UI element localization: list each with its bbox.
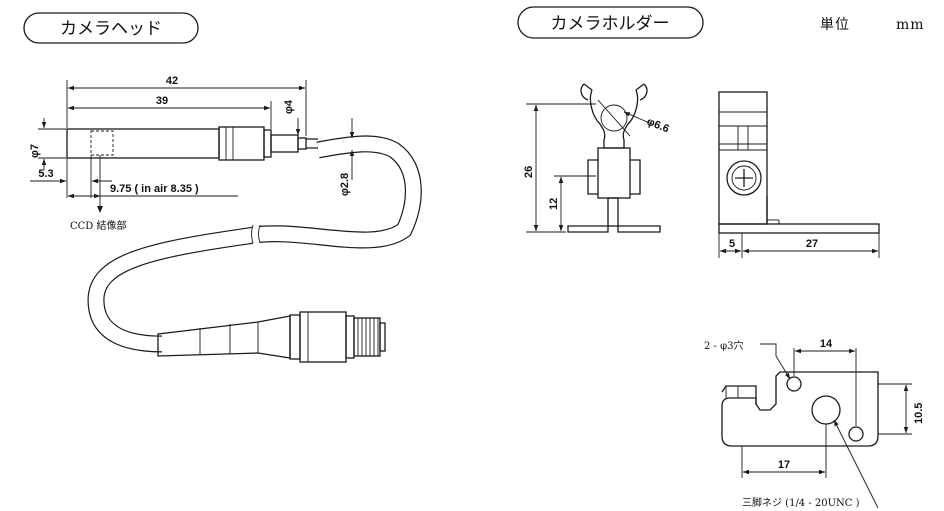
svg-text:27: 27 [806,238,818,250]
svg-text:5: 5 [729,238,735,250]
svg-text:三脚ネジ (1/4 - 20UNC ): 三脚ネジ (1/4 - 20UNC ) [742,496,860,509]
svg-text:CCD 結像部: CCD 結像部 [70,219,127,232]
holder-side-view [718,91,880,258]
svg-text:5.3: 5.3 [38,168,53,180]
svg-text:14: 14 [820,338,833,350]
camera-head-title: カメラヘッド [23,12,199,44]
svg-text:17: 17 [778,459,790,471]
holder-side-labels: 5 27 [729,238,818,250]
svg-text:10.5: 10.5 [913,403,925,424]
svg-text:mm: mm [896,17,925,33]
svg-text:φ7: φ7 [29,144,41,158]
svg-text:2 - φ3穴: 2 - φ3穴 [704,339,743,352]
holder-front-view [526,83,661,233]
svg-text:12: 12 [548,198,560,210]
svg-text:φ2.8: φ2.8 [339,173,351,196]
camera-head-drawing [30,80,422,363]
svg-text:9.75 ( in air 8.35 ): 9.75 ( in air 8.35 ) [110,183,199,195]
camera-head-dimension-labels: 42 39 φ4 φ7 φ2.8 5.3 9.75 ( in air 8.35 … [29,75,351,232]
svg-text:カメラヘッド: カメラヘッド [60,19,162,39]
svg-text:26: 26 [523,166,535,178]
camera-holder-title: カメラホルダー [517,6,704,39]
unit-label: 単位 mm [820,17,925,33]
holder-front-labels: φ6.6 26 12 [523,116,671,210]
svg-text:42: 42 [166,75,178,87]
holder-bottom-view [721,343,912,509]
svg-text:φ6.6: φ6.6 [645,116,671,136]
svg-text:39: 39 [156,95,168,107]
svg-text:カメラホルダー: カメラホルダー [551,14,670,34]
svg-text:φ4: φ4 [283,99,295,114]
svg-text:単位: 単位 [820,17,850,33]
holder-bottom-labels: 2 - φ3穴 14 10.5 17 三脚ネジ (1/4 - 20UNC ) [704,338,925,509]
